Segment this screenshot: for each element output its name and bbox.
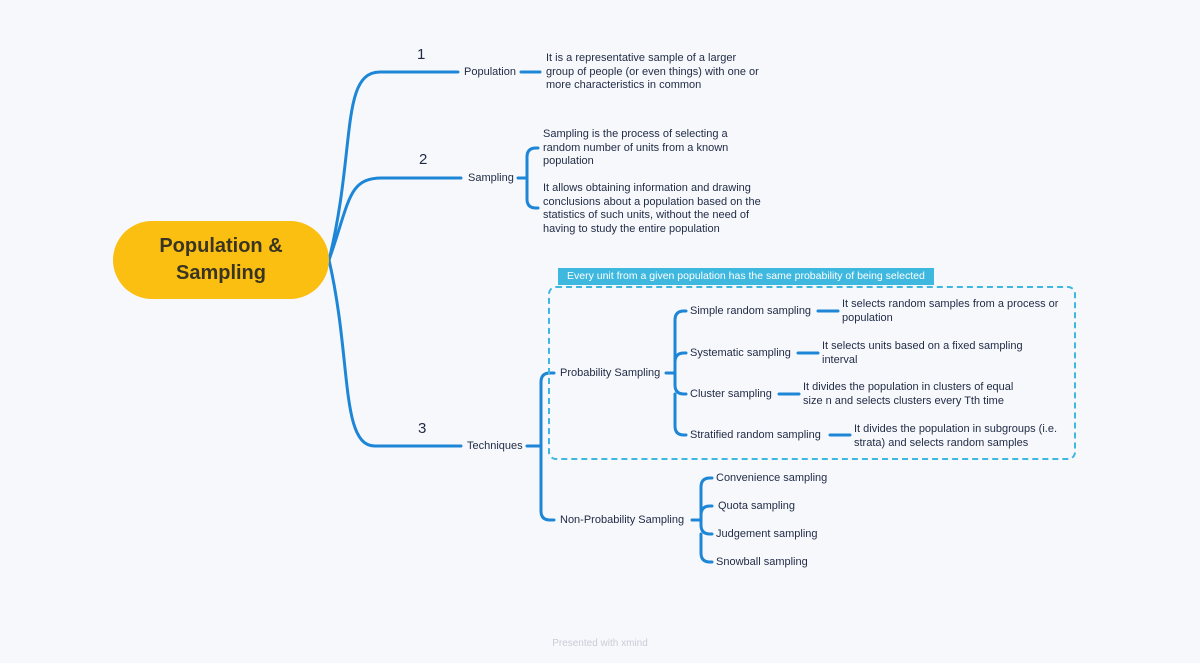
footer-watermark: Presented with xmind [552, 638, 648, 649]
branch-number-1: 1 [417, 46, 426, 63]
connector-sampling-note-1 [516, 146, 540, 180]
connector-non-probability [539, 444, 556, 522]
connector-techniques [327, 258, 463, 448]
topic-convenience-sampling[interactable]: Convenience sampling [716, 472, 828, 484]
connector-sampling-note-2 [525, 176, 540, 210]
topic-simple-random-sampling[interactable]: Simple random sampling [690, 305, 812, 317]
note-cluster: It divides the population in clusters of… [803, 381, 1014, 407]
connector-quota [699, 504, 714, 522]
note-systematic: It selects units based on a fixed sampli… [822, 340, 1023, 366]
note-simple-random: It selects random samples from a process… [842, 298, 1059, 324]
connector-population [327, 70, 460, 262]
topic-judgement-sampling[interactable]: Judgement sampling [716, 528, 818, 540]
connector-sampling [327, 176, 463, 262]
population-note: It is a representative sample of a large… [546, 52, 759, 91]
connector-cluster [673, 371, 688, 396]
connector-convenience [690, 476, 714, 522]
probability-banner: Every unit from a given population has t… [558, 268, 934, 285]
topic-snowball-sampling[interactable]: Snowball sampling [716, 556, 808, 568]
sampling-note-definition: Sampling is the process of selecting a r… [543, 128, 729, 167]
note-stratified: It divides the population in subgroups (… [854, 423, 1058, 449]
topic-cluster-sampling[interactable]: Cluster sampling [690, 388, 772, 400]
topic-sampling[interactable]: Sampling [468, 172, 514, 184]
central-topic[interactable]: Population & Sampling [113, 221, 329, 299]
topic-population[interactable]: Population [464, 66, 516, 78]
probability-boundary [548, 286, 1076, 460]
connector-systematic [673, 351, 688, 375]
connector-judgement [699, 518, 714, 536]
topic-systematic-sampling[interactable]: Systematic sampling [690, 347, 791, 359]
sampling-note-purpose: It allows obtaining information and draw… [543, 182, 761, 235]
connector-stratified [673, 392, 688, 437]
branch-number-2: 2 [419, 151, 428, 168]
connector-snowball [699, 532, 714, 564]
branch-number-3: 3 [418, 420, 427, 437]
topic-non-probability-sampling[interactable]: Non-Probability Sampling [560, 514, 685, 526]
topic-techniques[interactable]: Techniques [467, 440, 523, 452]
topic-probability-sampling[interactable]: Probability Sampling [560, 367, 661, 379]
topic-stratified-random-sampling[interactable]: Stratified random sampling [690, 429, 821, 441]
topic-quota-sampling[interactable]: Quota sampling [718, 500, 796, 512]
connector-simple-random [664, 309, 688, 375]
